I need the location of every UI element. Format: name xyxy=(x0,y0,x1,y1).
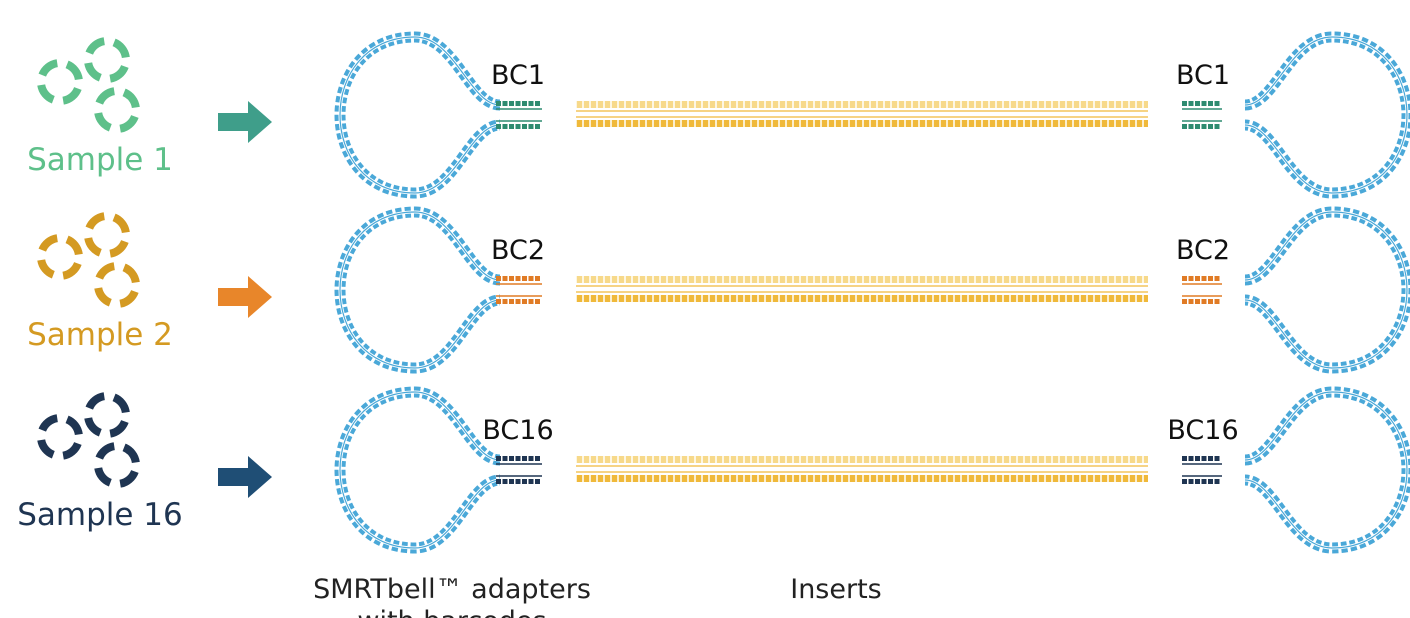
barcode-label-left: BC2 xyxy=(491,235,545,266)
sample-label: Sample 16 xyxy=(17,497,183,533)
right-arrow-icon xyxy=(218,276,272,318)
sample-circles-icon xyxy=(37,392,140,488)
sample-row: Sample 16 BC16 BC16 xyxy=(17,386,1410,554)
barcode-label-left: BC1 xyxy=(491,60,545,91)
right-smrtbell-adapter xyxy=(1244,386,1410,554)
barcode-label-right: BC2 xyxy=(1176,235,1230,266)
barcode-label-right: BC16 xyxy=(1167,415,1238,446)
inserts-caption: Inserts xyxy=(790,574,882,605)
right-arrow-icon xyxy=(218,456,272,498)
captions: SMRTbell™ adapters with barcodes Inserts xyxy=(313,574,882,618)
sample-label: Sample 2 xyxy=(27,317,173,353)
adapters-caption: SMRTbell™ adapters xyxy=(313,574,591,605)
left-barcode-block xyxy=(496,456,542,484)
right-smrtbell-adapter xyxy=(1244,31,1410,199)
barcode-label-right: BC1 xyxy=(1176,60,1230,91)
adapters-caption-line2: with barcodes xyxy=(357,606,546,618)
left-barcode-block xyxy=(496,101,542,129)
insert-dna xyxy=(575,456,1148,482)
right-barcode-block xyxy=(1182,101,1222,129)
left-smrtbell-adapter xyxy=(334,206,501,374)
sample-circles-icon xyxy=(37,37,140,133)
right-barcode-block xyxy=(1182,456,1222,484)
sample-circles-icon xyxy=(37,212,140,308)
insert-dna xyxy=(575,101,1148,127)
barcode-label-left: BC16 xyxy=(482,415,553,446)
left-smrtbell-adapter xyxy=(334,31,501,199)
left-barcode-block xyxy=(496,276,542,304)
left-smrtbell-adapter xyxy=(334,386,501,554)
insert-dna xyxy=(575,276,1148,302)
sample-label: Sample 1 xyxy=(27,142,173,178)
right-barcode-block xyxy=(1182,276,1222,304)
sample-row: Sample 1 BC1 BC1 xyxy=(27,31,1410,199)
right-arrow-icon xyxy=(218,101,272,143)
sample-row: Sample 2 BC2 BC2 xyxy=(27,206,1410,374)
right-smrtbell-adapter xyxy=(1244,206,1410,374)
